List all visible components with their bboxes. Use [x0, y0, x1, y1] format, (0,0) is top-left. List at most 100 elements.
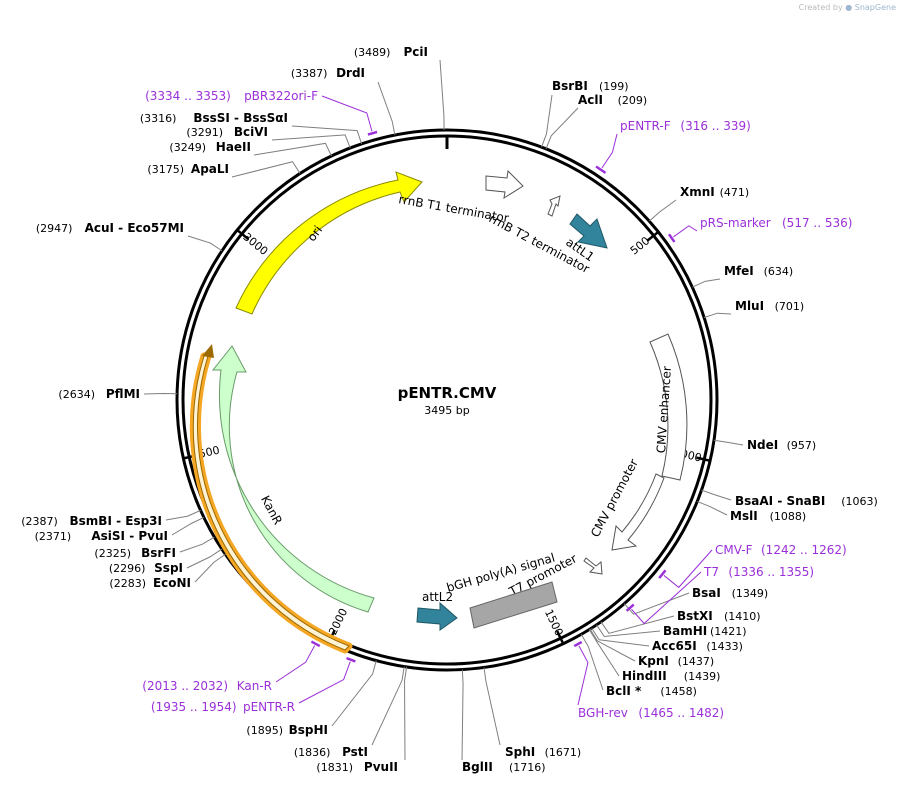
site-name: DrdI [336, 66, 365, 80]
site-mlui[interactable]: MluI(701) [703, 299, 804, 318]
site-position: (1831) [316, 761, 353, 774]
feature-rrnb-t2[interactable]: rrnB T2 terminator [487, 195, 592, 276]
primer-pentr-f[interactable]: pENTR-F(316 .. 339) [595, 119, 751, 174]
site-asisi-pvui[interactable]: AsiSI - PvuI(2371) [35, 516, 205, 543]
site-bcivi[interactable]: BciVI(3291) [186, 125, 351, 149]
site-acui-eco57mi[interactable]: AcuI - Eco57MI(2947) [36, 221, 223, 252]
site-pflmi[interactable]: PflMI(2634) [58, 387, 178, 401]
site-bsrbi[interactable]: BsrBI(199) [541, 79, 629, 148]
site-psti[interactable]: PstI(1836) [294, 666, 405, 759]
primer-mark [310, 640, 321, 648]
site-position: (1063) [841, 495, 878, 508]
primer-bgh-rev[interactable]: BGH-rev(1465 .. 1482) [573, 640, 724, 720]
primer-kan-r[interactable]: Kan-R(2013 .. 2032) [142, 640, 321, 693]
site-econi[interactable]: EcoNI(2283) [109, 553, 226, 590]
site-acc65i[interactable]: Acc65I(1433) [591, 627, 743, 653]
site-bsrfi[interactable]: BsrFI(2325) [94, 536, 215, 560]
primer-t7[interactable]: T7(1336 .. 1355) [625, 565, 814, 625]
site-sspi[interactable]: SspI(2296) [109, 548, 223, 575]
feature-cmv-promoter[interactable]: CMV promoter [588, 457, 665, 551]
site-position: (471) [720, 186, 750, 199]
site-bstxi[interactable]: BstXI(1410) [600, 609, 761, 634]
site-position: (1836) [294, 746, 331, 759]
site-connector [697, 500, 728, 516]
site-name: PciI [404, 45, 429, 59]
site-position: (957) [787, 439, 817, 452]
site-mfei[interactable]: MfeI(634) [692, 264, 793, 288]
site-position: (209) [618, 94, 648, 107]
site-position: (2371) [35, 530, 72, 543]
primer-cmv-f[interactable]: CMV-F (1242 .. 1262) [658, 543, 847, 589]
site-position: (3387) [291, 67, 328, 80]
primer-range: (1242 .. 1262) [761, 543, 847, 557]
site-position: (1349) [732, 587, 769, 600]
site-position: (1088) [770, 510, 807, 523]
site-position: (1716) [509, 761, 546, 774]
site-name: PflMI [106, 387, 140, 401]
primer-prs-marker[interactable]: pRS-marker(517 .. 536) [667, 216, 852, 243]
site-pvuii[interactable]: PvuII (1831) [316, 666, 408, 774]
site-bglii[interactable]: BglII(1716) [461, 669, 546, 774]
site-hindiii[interactable]: HindIII(1439) [588, 629, 720, 683]
site-bamhi[interactable]: BamHI(1421) [596, 624, 747, 638]
site-name: BspHI [289, 723, 328, 737]
site-name: HindIII [622, 669, 667, 683]
feature-cmv-enhancer[interactable]: CMV enhancer [649, 333, 688, 481]
restriction-sites: PciI(3489) BsrBI(199)AclI(209) DrdI (3387) B… [21, 45, 878, 774]
site-name: BsaI [692, 586, 721, 600]
primer-connector [275, 645, 316, 683]
site-connector [194, 553, 226, 583]
site-connector [271, 134, 351, 149]
primer-pentr-r[interactable]: pENTR-R(1935 .. 1954) [151, 656, 356, 714]
site-bsphi[interactable]: BspHI(1895) [246, 660, 377, 737]
site-bsssi-bsss-i[interactable]: BssSI - BssSαI(3316) [140, 111, 363, 145]
site-ndei[interactable]: NdeI(957) [713, 438, 817, 452]
site-connector [331, 660, 377, 727]
site-bsaai-snabi[interactable]: BsaAI - SnaBI(1063) [701, 489, 878, 508]
site-apali[interactable]: ApaLI(3175) [147, 161, 301, 178]
site-name: HaeII [216, 140, 251, 154]
site-sphi[interactable]: SphI(1671) [483, 667, 581, 759]
primer-mark [346, 656, 356, 663]
site-position: (1421) [710, 625, 747, 638]
site-msli[interactable]: MslI (1088) [697, 500, 807, 523]
feature-bgh-polya[interactable]: bGH poly(A) signal [445, 551, 558, 629]
primer-mark [658, 569, 667, 579]
site-connector [377, 81, 396, 136]
ring-tick-1000 [696, 456, 711, 462]
primer-pbr322ori-f[interactable]: pBR322ori-F(3334 .. 3353) [145, 89, 378, 136]
site-position: (2296) [109, 562, 146, 575]
site-drdi[interactable]: DrdI (3387) [291, 66, 396, 136]
site-name: PvuII [364, 760, 398, 774]
site-position: (199) [599, 80, 629, 93]
primer-connector [321, 95, 373, 132]
site-pcii[interactable]: PciI(3489) [354, 45, 445, 131]
plasmid-size: 3495 bp [424, 404, 469, 417]
feature-attl2[interactable]: attL2 [416, 590, 458, 631]
primer-name: CMV-F [715, 543, 753, 557]
site-acli[interactable]: AclI(209) [545, 93, 648, 150]
primer-mark [573, 640, 583, 648]
site-connector [483, 667, 501, 746]
primer-mark [367, 130, 378, 136]
ring-tick-label: 1500 [542, 607, 566, 638]
site-kpni[interactable]: KpnI(1437) [589, 628, 714, 668]
site-name: MluI [735, 299, 764, 313]
site-xmni[interactable]: XmnI(471) [648, 185, 750, 222]
site-connector [701, 489, 732, 501]
feature-label-attl2: attL2 [422, 590, 453, 604]
primer-mark [595, 165, 607, 174]
site-connector [600, 615, 675, 634]
site-name: SphI [505, 745, 535, 759]
site-haeii[interactable]: HaeII(3249) [169, 140, 332, 157]
site-connector [186, 548, 223, 569]
site-name: MslI [730, 509, 758, 523]
site-connector [545, 107, 579, 150]
site-bcli[interactable]: BclI *(1458) [580, 634, 697, 698]
site-bsmbi-esp3i[interactable]: BsmBI - Esp3I(2387) [21, 509, 201, 528]
primer-mark [667, 233, 676, 243]
site-position: (3175) [147, 163, 184, 176]
primer-connector [673, 225, 698, 238]
feature-kanr-cds[interactable] [189, 344, 353, 654]
site-connector [179, 536, 215, 553]
